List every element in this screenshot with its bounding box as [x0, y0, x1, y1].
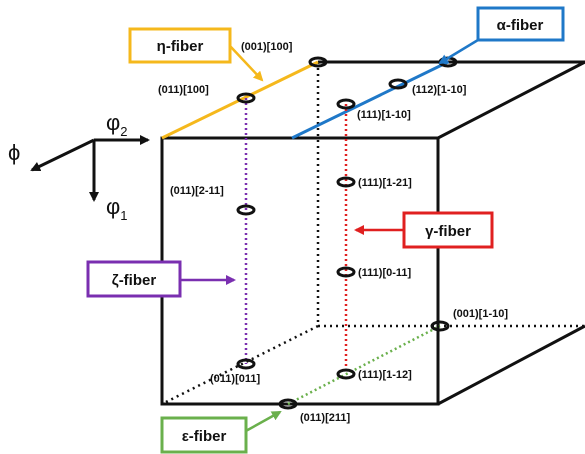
phi-label: ϕ — [8, 140, 20, 165]
epsilon-fiber-callout: ε-fiber — [160, 410, 282, 454]
label-011-2-11: (011)[2-11] — [170, 185, 224, 197]
eta-fiber-callout: η-fiber — [128, 27, 264, 82]
marker-112-1-10 — [388, 78, 408, 90]
marker-111-1-12 — [336, 368, 356, 380]
euler-axes: ϕ φ2 φ1 — [8, 110, 150, 223]
label-112-1-10: (112)[1-10] — [412, 84, 467, 96]
label-011-100: (011)[100] — [158, 84, 209, 96]
marker-011-011 — [236, 358, 256, 370]
zeta-fiber-label: ζ-fiber — [112, 272, 157, 289]
phi1-label: φ1 — [106, 194, 128, 223]
epsilon-fiber-box — [160, 416, 248, 454]
label-111-1-12: (111)[1-12] — [358, 369, 412, 381]
alpha-fiber-line — [291, 60, 449, 140]
eta-fiber-arrow — [229, 45, 264, 82]
phi-axis-arrow — [30, 138, 95, 172]
marker-111-1-10 — [336, 98, 356, 110]
alpha-fiber-arrow — [438, 38, 479, 65]
label-011-011: (011)[011] — [210, 373, 260, 385]
eta-fiber-box — [128, 27, 232, 64]
eta-fiber-label: η-fiber — [157, 38, 204, 55]
epsilon-fiber-line — [287, 324, 441, 406]
label-011-211: (011)[211] — [300, 412, 350, 424]
epsilon-fiber-label: ε-fiber — [182, 428, 227, 445]
marker-111-1-21 — [336, 176, 356, 188]
label-001-100: (001)[100] — [241, 41, 293, 53]
label-111-0-11: (111)[0-11] — [358, 267, 412, 279]
marker-001-1-10 — [430, 320, 450, 332]
cube-bottom-right-edge — [437, 324, 585, 406]
alpha-fiber-label: α-fiber — [497, 17, 544, 34]
label-001-1-10: (001)[1-10] — [453, 308, 508, 320]
label-111-1-10: (111)[1-10] — [357, 109, 411, 121]
gamma-fiber-callout: γ-fiber — [354, 211, 494, 249]
marker-011-211 — [278, 398, 298, 410]
label-111-1-21: (111)[1-21] — [358, 177, 412, 189]
epsilon-fiber-arrow — [243, 410, 282, 434]
marker-111-0-11 — [336, 266, 356, 278]
hidden-bottom-left-edge — [161, 324, 319, 406]
alpha-fiber-box — [476, 6, 565, 42]
gamma-fiber-label: γ-fiber — [425, 223, 471, 240]
marker-011-2-11 — [236, 204, 256, 216]
alpha-fiber-callout: α-fiber — [438, 6, 565, 65]
marker-001-100 — [308, 56, 328, 68]
cube-top-right-edge — [437, 60, 585, 140]
phi2-label: φ2 — [106, 110, 128, 139]
marker-011-100 — [236, 92, 256, 104]
zeta-fiber-callout: ζ-fiber — [86, 260, 236, 298]
zeta-fiber-box — [86, 260, 182, 298]
cube-hidden-edges — [161, 62, 585, 406]
gamma-fiber-box — [402, 211, 494, 249]
